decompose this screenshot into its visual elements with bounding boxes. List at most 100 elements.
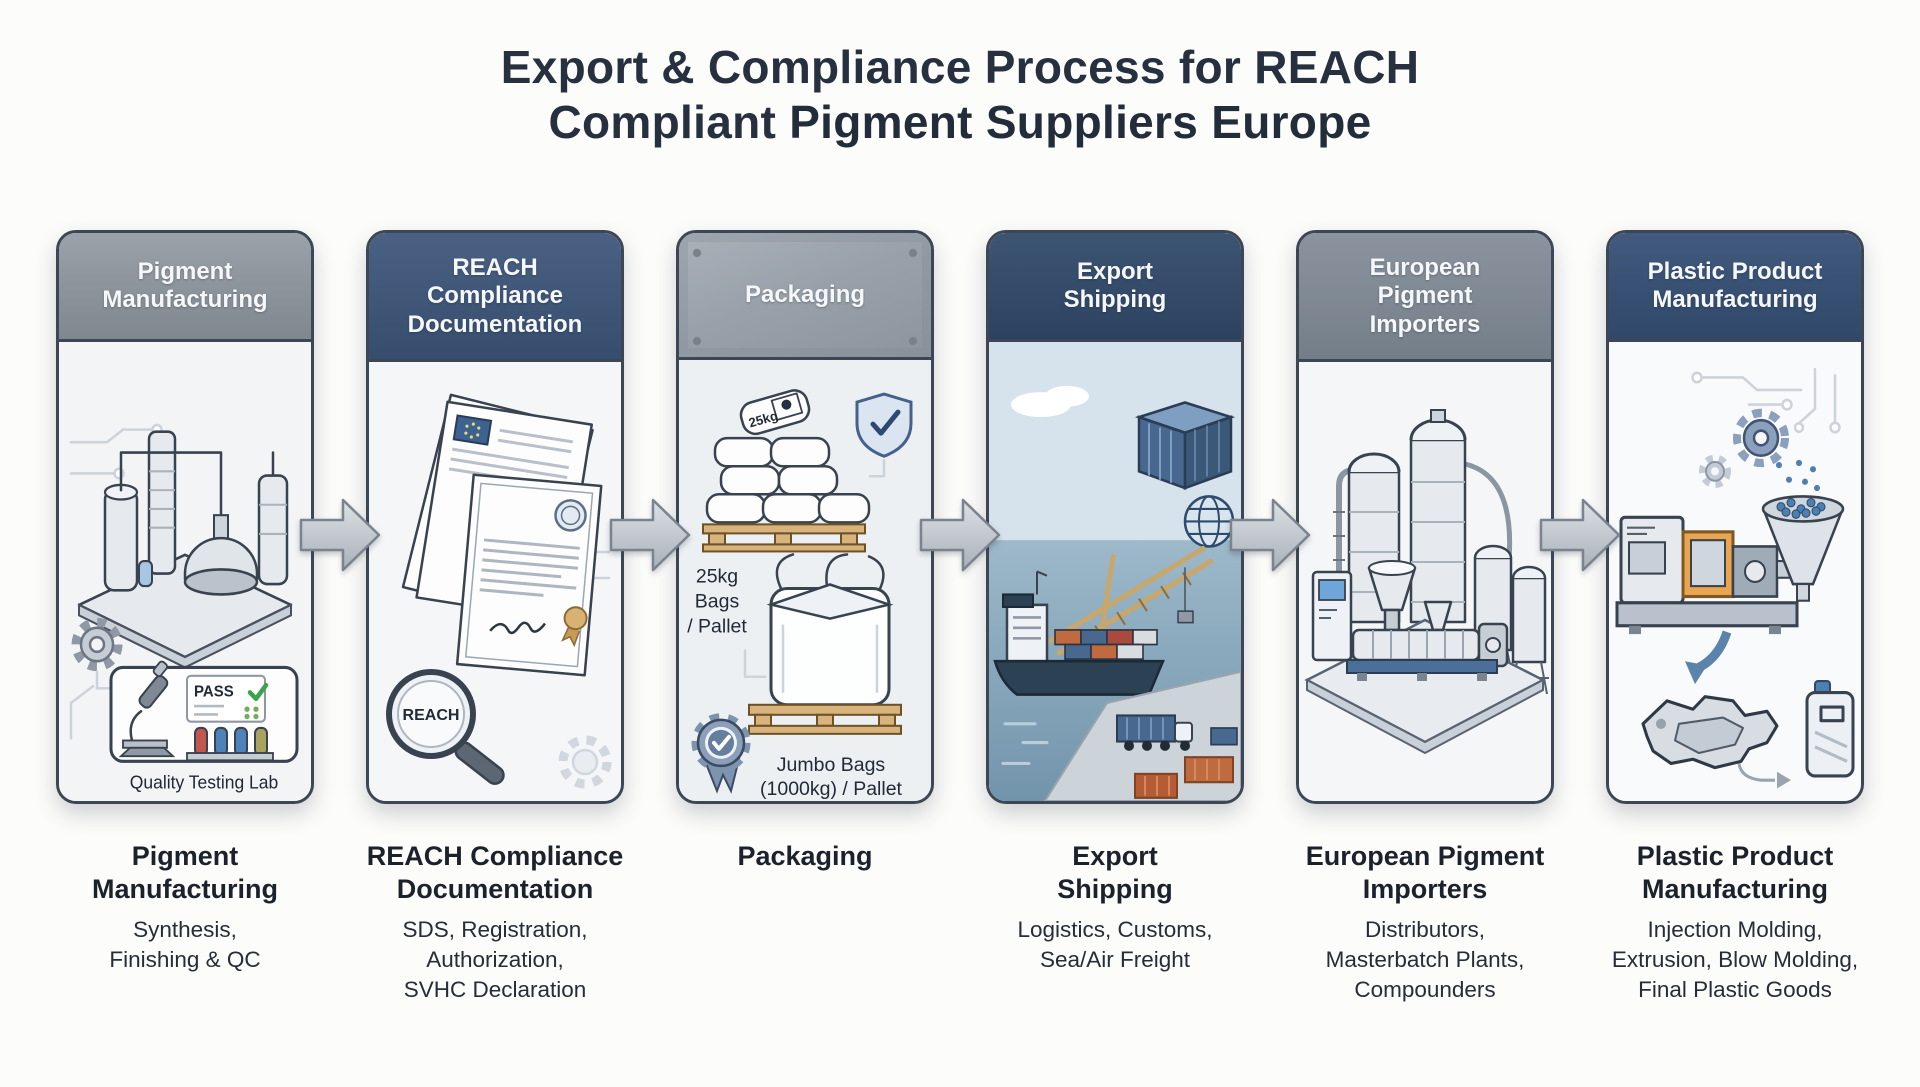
stage-title: Packaging (737, 841, 873, 872)
stage-description: Logistics, Customs,Sea/Air Freight (1017, 917, 1213, 972)
flow-arrow-icon (607, 492, 693, 583)
shipping-container-icon (1134, 401, 1236, 491)
card-illustration: 25kg 25kg Bags / Pallet (679, 360, 931, 802)
shield-check-icon (855, 392, 913, 478)
stage-description: Synthesis,Finishing & QC (109, 917, 261, 972)
cloud-icon (1011, 386, 1089, 418)
circuit-decor (1691, 368, 1841, 434)
svg-text:PASS: PASS (194, 684, 234, 701)
stage-description: SDS, Registration,Authorization,SVHC Dec… (402, 917, 588, 1002)
stage-label-block: Packaging (655, 840, 955, 882)
svg-text:/ Pallet: / Pallet (687, 616, 747, 638)
truck (1116, 714, 1193, 752)
bag-stack-illustration: 25kg (702, 389, 871, 553)
molded-part (1641, 695, 1779, 770)
stage-packaging: Packaging (676, 230, 934, 882)
down-arrow-icon (1685, 630, 1732, 685)
gear-small-icon (1699, 455, 1731, 489)
globe-icon (1183, 495, 1235, 549)
card-illustration: PASS (59, 342, 311, 802)
card-header-text: Packaging (744, 281, 866, 309)
falling-pellets (1776, 460, 1820, 492)
seal-icon (554, 499, 587, 533)
card-illustration (989, 342, 1241, 802)
pallet (748, 704, 902, 736)
reach-magnifier-icon: REACH (386, 669, 505, 786)
gear-icon (1733, 409, 1789, 468)
stage-description: Injection Molding,Extrusion, Blow Moldin… (1611, 917, 1859, 1002)
lab-caption: Quality Testing Lab (130, 773, 279, 793)
rosette-ribbon-icon (561, 606, 588, 648)
extruder-machine (1311, 560, 1509, 682)
eu-flag-icon (452, 414, 493, 447)
card-illustration (1299, 362, 1551, 802)
medal-check-icon (691, 713, 751, 795)
page-title-line2: Compliant Pigment Suppliers Europe (548, 96, 1372, 149)
card-header: Packaging (679, 233, 931, 361)
infographic-page: { "title": { "line1": "Export & Complian… (0, 40, 1920, 1087)
flow-arrow-icon (297, 492, 383, 583)
microscope-icon (118, 660, 176, 758)
dock-containers (1134, 727, 1238, 800)
silo (1409, 409, 1467, 624)
page-title: Export & Compliance Process for REACH Co… (0, 40, 1920, 150)
platform-edge (1306, 678, 1544, 755)
svg-text:25kg: 25kg (696, 566, 738, 588)
flow-arrow-icon (1227, 492, 1313, 583)
jumbo-caption: (1000kg) / Pallet (760, 778, 903, 800)
check-icon (247, 683, 269, 702)
bags-note: 25kg Bags / Pallet (687, 566, 767, 679)
pallet (702, 523, 866, 553)
top-bag-25kg: 25kg (739, 389, 811, 436)
card-packaging: Packaging (676, 230, 934, 805)
card-illustration: REACH (369, 362, 621, 802)
pass-certificate: PASS (186, 675, 269, 724)
quality-lab-box: PASS (109, 660, 299, 764)
signature (489, 621, 546, 635)
page-title-line1: Export & Compliance Process for REACH (500, 41, 1420, 93)
svg-text:Bags: Bags (695, 591, 740, 613)
cargo-ship (993, 570, 1165, 697)
ghost-gear-icon (558, 735, 612, 789)
documents-illustration (401, 394, 603, 677)
injection-molding-machine (1615, 516, 1799, 635)
stage-description: Distributors,Masterbatch Plants,Compound… (1325, 917, 1525, 1002)
jumbo-bag-illustration (748, 553, 902, 736)
chemical-plant-illustration (77, 430, 293, 670)
small-arrow-icon (1737, 763, 1791, 789)
jumbo-caption: Jumbo Bags (777, 754, 886, 776)
test-tubes-icon (186, 727, 274, 762)
jerrycan-icon (1805, 680, 1855, 778)
